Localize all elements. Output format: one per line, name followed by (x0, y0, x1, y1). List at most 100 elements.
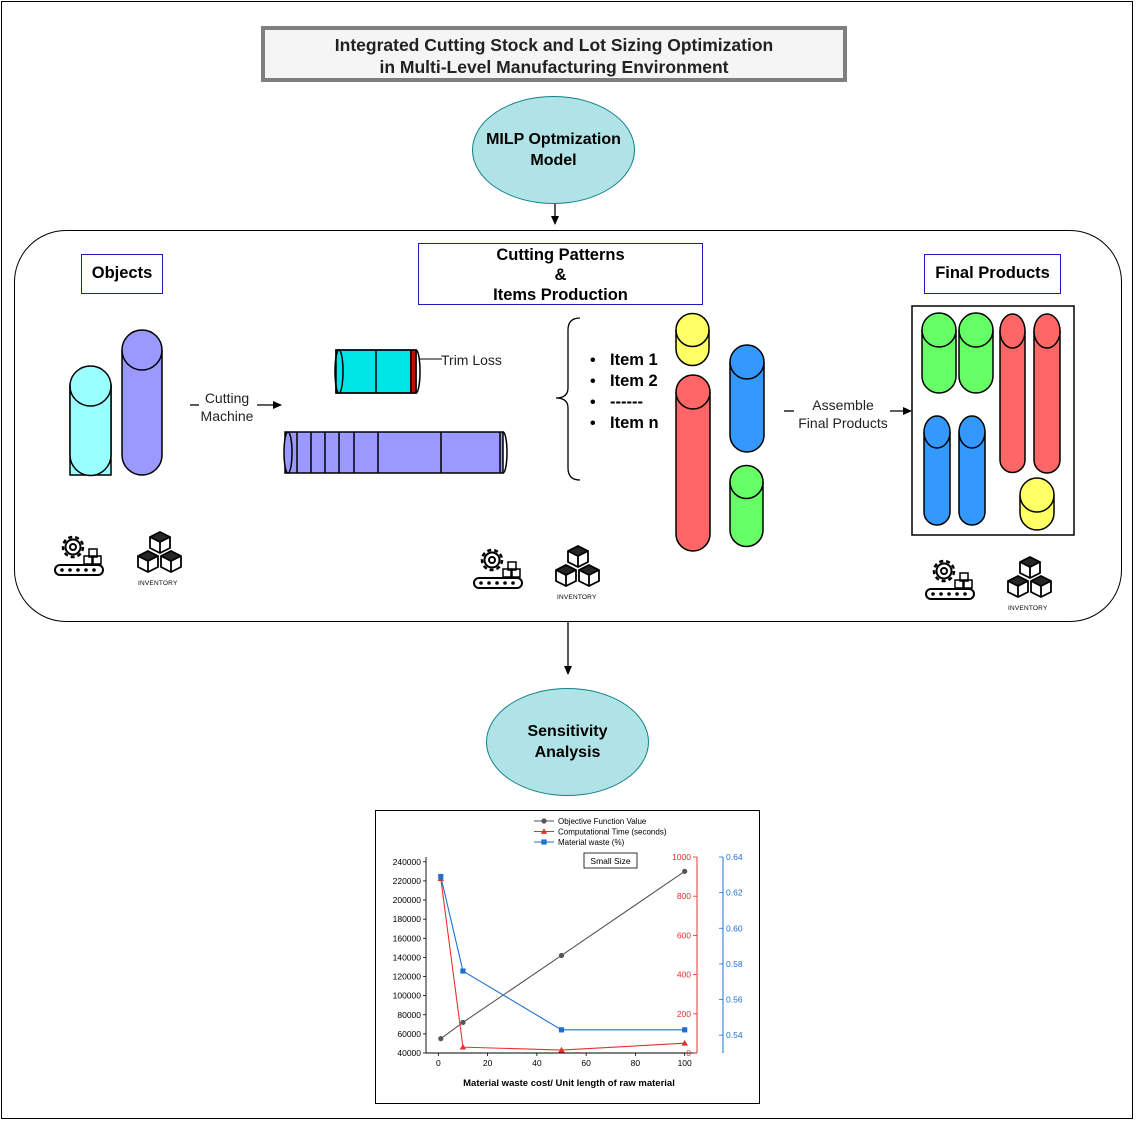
patterns-line-1: Cutting Patterns (496, 246, 625, 264)
final-cylinder-red-1 (999, 313, 1026, 474)
series-line-0 (440, 870, 685, 1040)
legend-marker-0 (541, 818, 547, 824)
right-2-tick-label: 0.56 (726, 995, 743, 1005)
left-tick-label: 40000 (397, 1048, 421, 1058)
sensitivity-line-1: Sensitivity (527, 723, 608, 740)
inventory-label-1: INVENTORY (138, 580, 178, 587)
item-cylinder-red (675, 374, 711, 552)
x-tick-label: 20 (483, 1058, 493, 1068)
inventory-label-2: INVENTORY (557, 594, 597, 601)
production-gear-icon-3 (924, 559, 976, 601)
series-point-0 (460, 1019, 466, 1026)
x-tick-label: 0 (436, 1058, 441, 1068)
title-line-1: Integrated Cutting Stock and Lot Sizing … (334, 35, 774, 55)
right-2-tick-label: 0.64 (726, 852, 743, 862)
cut-cylinder-teal (334, 349, 421, 394)
trim-loss-label: Trim Loss (441, 352, 502, 368)
x-tick-label: 40 (532, 1058, 542, 1068)
left-tick-label: 200000 (393, 895, 422, 905)
assemble-line-1: Assemble (812, 397, 874, 413)
assemble-line-2: Final Products (798, 415, 888, 431)
right-1-tick-label: 400 (677, 970, 691, 980)
chart-axes: 4000060000800001000001200001400001600001… (393, 852, 743, 1068)
inventory-label-3: INVENTORY (1008, 605, 1048, 612)
series-point-2 (460, 968, 466, 974)
series-point-0 (438, 1036, 444, 1042)
process-container (14, 230, 1122, 622)
left-tick-label: 140000 (393, 952, 422, 962)
cutting-patterns-label-box: Cutting Patterns & Items Production (418, 243, 703, 305)
item-1: Item 1 (590, 350, 659, 371)
items-brace (555, 317, 581, 481)
milp-line-2: Model (530, 152, 577, 169)
cutting-machine-label: Cutting Machine (188, 389, 266, 425)
left-tick-label: 220000 (393, 876, 422, 886)
objects-label-box: Objects (81, 254, 163, 294)
series-point-2 (558, 1027, 565, 1033)
final-cylinder-yellow (1019, 477, 1055, 531)
x-tick-label: 60 (581, 1058, 591, 1068)
left-tick-label: 120000 (393, 972, 422, 982)
final-cylinder-green-1 (921, 312, 957, 394)
left-tick-label: 80000 (397, 1010, 421, 1020)
object-cylinder-purple (121, 329, 163, 476)
series-point-1 (681, 1039, 688, 1046)
item-2: Item 2 (590, 371, 659, 392)
right-1-tick-label: 200 (677, 1009, 691, 1019)
chart-subtitle: Small Size (590, 856, 630, 866)
items-list: Item 1 Item 2 ------ Item n (590, 350, 659, 434)
right-2-tick-label: 0.58 (726, 959, 743, 969)
right-1-tick-label: 800 (677, 891, 691, 901)
milp-line-1: MILP Optmization (486, 131, 621, 148)
series-point-0 (558, 952, 565, 959)
legend-marker-2 (541, 839, 547, 845)
right-2-tick-label: 0.54 (726, 1030, 743, 1040)
item-dashes: ------ (590, 392, 659, 413)
inventory-boxes-icon-1 (138, 532, 181, 572)
legend-label-1: Computational Time (seconds) (558, 828, 667, 837)
right-2-tick-label: 0.60 (726, 923, 743, 933)
item-cylinder-green (729, 464, 764, 548)
series-point-1 (459, 1043, 467, 1050)
left-tick-label: 240000 (393, 857, 422, 867)
series-point-0 (682, 868, 688, 874)
x-tick-label: 100 (678, 1058, 692, 1068)
final-products-label: Final Products (935, 264, 1050, 282)
final-cylinder-blue-2 (958, 415, 986, 526)
cutting-machine-line-2: Machine (200, 408, 254, 424)
production-gear-icon-1 (53, 535, 105, 577)
item-cylinder-blue (729, 344, 765, 453)
patterns-line-2: & (554, 266, 567, 284)
legend-marker-1 (540, 828, 548, 834)
series-line-1 (440, 878, 685, 1051)
object-cylinder-cyan (69, 365, 112, 477)
sensitivity-line-2: Analysis (534, 744, 601, 761)
right-2-tick-label: 0.62 (726, 888, 743, 898)
item-cylinder-yellow (675, 312, 710, 367)
chart-subtitle-box (583, 852, 638, 869)
production-gear-icon-2 (472, 548, 524, 590)
assemble-label: Assemble Final Products (790, 396, 896, 432)
final-cylinder-red-2 (1033, 313, 1061, 474)
final-cylinder-green-2 (958, 312, 994, 394)
item-n: Item n (590, 413, 659, 434)
cut-cylinder-purple (283, 431, 508, 474)
right-1-tick-label: 600 (677, 930, 691, 940)
final-cylinder-blue-1 (923, 415, 951, 526)
series-point-2 (438, 874, 444, 880)
right-1-tick-label: 1000 (672, 852, 691, 862)
chart-plot (437, 868, 688, 1053)
inventory-boxes-icon-3 (1008, 557, 1051, 597)
title-line-2: in Multi-Level Manufacturing Environment (379, 57, 729, 77)
x-tick-label: 80 (631, 1058, 641, 1068)
series-point-1 (558, 1046, 565, 1053)
patterns-line-3: Items Production (493, 286, 628, 304)
sensitivity-analysis-ellipse: Sensitivity Analysis (486, 688, 649, 796)
left-tick-label: 180000 (393, 914, 422, 924)
left-tick-label: 100000 (393, 991, 422, 1001)
